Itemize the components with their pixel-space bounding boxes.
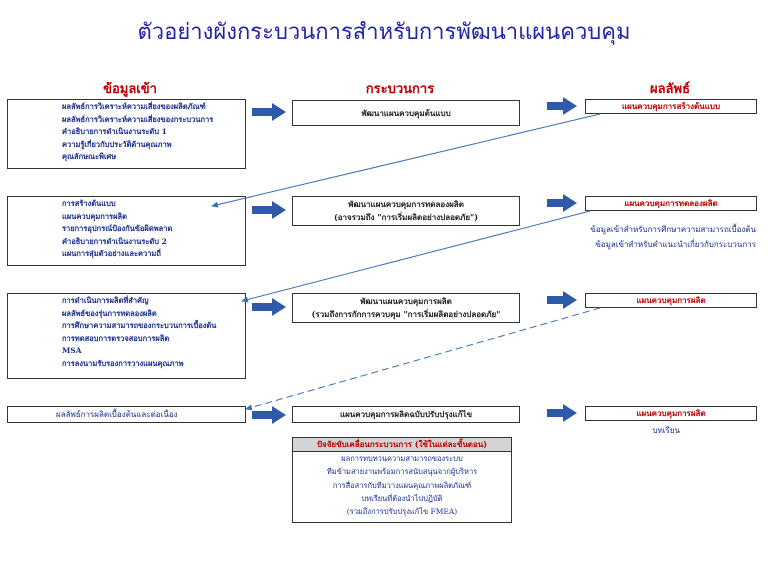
output-column-header: ผลลัพธ์ [649, 82, 691, 97]
input-item: การศึกษาความสามารถของกระบวนการเบื้องต้น [62, 321, 217, 331]
process-line: (อาจรวมถึง "การเริ่มผลิตอย่างปลอดภัย") [333, 212, 479, 222]
page-title: ตัวอย่างผังกระบวนการสำหรับการพัฒนาแผนควบ… [137, 20, 631, 45]
output-label: แผนควบคุมการสร้างต้นแบบ [621, 101, 721, 111]
input-box-4: ผลลัพธ์การผลิตเบื้องต้นและต่อเนื่อง [7, 406, 246, 423]
input-item: ผลลัพธ์ของรุ่นการทดลองผลิต [62, 308, 157, 318]
block-arrow-input-process-3 [252, 298, 286, 316]
factor-item: ทีมข้ามสายงานพร้อมการสนับสนุนจากผู้บริหา… [326, 467, 478, 477]
input-item: คุณลักษณะพิเศษ [62, 152, 117, 162]
factor-item: บทเรียนที่ต้องนำไปปฏิบัติ [361, 493, 443, 503]
output-label: แผนควบคุมการผลิต [636, 408, 706, 418]
input-item: แผนควบคุมการผลิต [62, 211, 127, 221]
feedback-line-2 [241, 210, 591, 303]
input-item: MSA [62, 346, 82, 356]
output-note: ข้อมูลเข้าสำหรับคำแนะนำเกี่ยวกับกระบวนกา… [595, 240, 756, 249]
input-item: ผลลัพธ์การผลิตเบื้องต้นและต่อเนื่อง [56, 410, 178, 419]
output-label: แผนควบคุมการผลิต [636, 295, 706, 305]
process-box-4: แผนควบคุมการผลิตฉบับปรับปรุงแก้ไข [292, 406, 520, 423]
block-arrow-process-output-3 [547, 291, 577, 309]
input-box-1: ผลลัพธ์การวิเคราะห์ความเสี่ยงของผลิตภัณฑ… [7, 99, 246, 169]
output-note: ข้อมูลเข้าสำหรับการศึกษาความสามารถเบื้อง… [590, 225, 756, 234]
input-box-3: การดำเนินการผลิตที่สำคัญ ผลลัพธ์ของรุ่นก… [7, 293, 246, 379]
block-arrow-process-output-4 [547, 404, 577, 422]
block-arrow-input-process-1 [252, 103, 286, 121]
output-label: แผนควบคุมการทดลองผลิต [624, 198, 718, 208]
output-box-4: แผนควบคุมการผลิต [585, 406, 757, 421]
input-item: คำอธิบายการดำเนินงานระดับ 2 [62, 236, 167, 246]
process-line: พัฒนาแผนควบคุมการทดลองผลิต [348, 199, 464, 209]
factor-item: (รวมถึงการปรับปรุงแก้ไข FMEA) [346, 507, 458, 517]
process-box-1: พัฒนาแผนควบคุมต้นแบบ [292, 100, 520, 126]
process-box-3: พัฒนาแผนควบคุมการผลิต (รวมถึงการกักการคว… [292, 293, 520, 323]
input-item: คำอธิบายการดำเนินงานระดับ 1 [62, 127, 167, 137]
process-box-2: พัฒนาแผนควบคุมการทดลองผลิต (อาจรวมถึง "ก… [292, 196, 520, 226]
output-box-2: แผนควบคุมการทดลองผลิต [585, 196, 757, 211]
output-note-4: บทเรียน [652, 426, 680, 435]
output-box-3: แผนควบคุมการผลิต [585, 293, 757, 308]
process-line: แผนควบคุมการผลิตฉบับปรับปรุงแก้ไข [339, 409, 473, 419]
feedback-line-3 [245, 307, 601, 411]
input-item: ผลลัพธ์การวิเคราะห์ความเสี่ยงของกระบวนกา… [62, 114, 214, 124]
process-column-header: กระบวนการ [365, 82, 435, 97]
factor-item: ผลการทบทวนความสามารถของระบบ [341, 454, 463, 463]
output-box-1: แผนควบคุมการสร้างต้นแบบ [585, 99, 757, 114]
block-arrow-process-output-1 [547, 97, 577, 115]
process-line: พัฒนาแผนควบคุมต้นแบบ [361, 107, 451, 118]
block-arrow-process-output-2 [547, 194, 577, 212]
input-item: แผนการสุ่มตัวอย่างและความถี่ [62, 249, 161, 259]
factors-title: ปัจจัยขับเคลื่อนกระบวนการ (ใช้ในแต่ละขั้… [293, 438, 511, 452]
input-item: การสร้างต้นแบบ [62, 199, 116, 208]
input-column-header: ข้อมูลเข้า [103, 82, 157, 97]
process-line: พัฒนาแผนควบคุมการผลิต [360, 296, 452, 306]
process-line: (รวมถึงการกักการควบคุม "การเริ่มผลิตอย่า… [311, 309, 501, 319]
output-notes-2: ข้อมูลเข้าสำหรับการศึกษาความสามารถเบื้อง… [560, 222, 756, 252]
block-arrow-input-process-2 [252, 201, 286, 219]
input-item: ผลลัพธ์การวิเคราะห์ความเสี่ยงของผลิตภัณฑ… [62, 102, 206, 111]
feedback-line-1 [211, 113, 601, 208]
factor-item: การสื่อสารกับทีมวางแผนคุณภาพผลิตภัณฑ์ [332, 480, 472, 490]
process-factors-box: ปัจจัยขับเคลื่อนกระบวนการ (ใช้ในแต่ละขั้… [292, 437, 512, 523]
input-item: ความรู้เกี่ยวกับประวัติด้านคุณภาพ [62, 139, 172, 149]
input-item: การทดสอบการตรวจสอบการผลิต [62, 333, 170, 343]
input-item: รายการอุปกรณ์ป้องกันข้อผิดพลาด [62, 224, 173, 234]
input-item: การดำเนินการผลิตที่สำคัญ [62, 296, 149, 305]
block-arrow-input-process-4 [252, 406, 286, 424]
input-box-2: การสร้างต้นแบบ แผนควบคุมการผลิต รายการอุ… [7, 196, 246, 266]
input-item: การลงนามรับรองการวางแผนคุณภาพ [62, 358, 184, 368]
